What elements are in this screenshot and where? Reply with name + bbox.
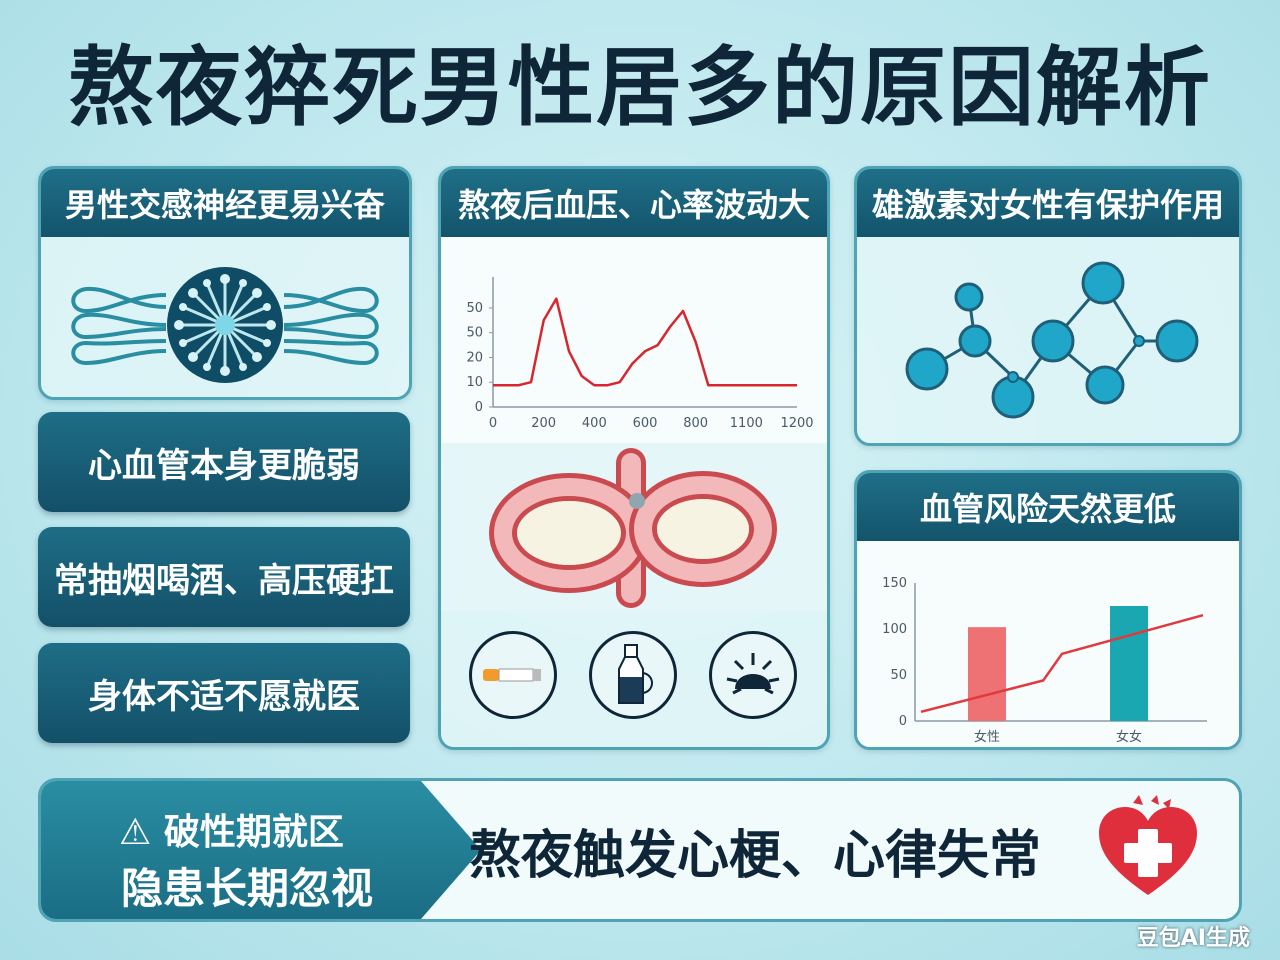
pill-smoking-drinking: 常抽烟喝酒、高压硬扛	[38, 527, 410, 627]
y-tick-label: 10	[466, 375, 483, 390]
y-tick-label: 100	[882, 622, 907, 637]
vessel-bar-chart: 0 50 100 150 女性 女女	[857, 541, 1239, 747]
page-title: 熬夜猝死男性居多的原因解析	[68, 38, 1212, 138]
heart-cross-icon	[1099, 795, 1197, 895]
nerve-card: 男性交感神经更易兴奋	[38, 166, 412, 400]
pill-fragile-heart: 心血管本身更脆弱	[38, 412, 410, 512]
category-label: 女女	[1116, 729, 1142, 745]
y-tick-label: 50	[466, 326, 483, 341]
nerve-card-title: 男性交感神经更易兴奋	[41, 169, 409, 237]
x-tick-label: 0	[489, 416, 497, 431]
watermark: 豆包AI生成	[1136, 926, 1250, 951]
warning-line-1: ⚠ 破性期就区	[119, 803, 344, 855]
warning-line-2: 隐患长期忽视	[121, 864, 374, 913]
warning-panel	[41, 781, 481, 919]
y-tick-label: 150	[882, 576, 907, 591]
bp-line-chart: 0 200 400 600 800 1100 1200 0 10 20 50 50	[441, 237, 827, 443]
x-tick-label: 600	[633, 416, 658, 431]
y-tick-label: 0	[475, 400, 483, 415]
vessel-risk-card: 血管风险天然更低 0 50 100 150 女性 女女	[854, 470, 1242, 750]
bottom-banner: ⚠ 破性期就区 隐患长期忽视 熬夜触发心梗、心律失常	[38, 778, 1242, 922]
y-tick-label: 50	[890, 668, 907, 683]
bar-1	[1110, 606, 1148, 721]
bp-card-title: 熬夜后血压、心率波动大	[441, 169, 827, 237]
hormone-card-title: 雄激素对女性有保护作用	[857, 169, 1239, 237]
bp-card: 熬夜后血压、心率波动大 0 200 400 600 800 1100 1200 0 10 20 50…	[438, 166, 830, 750]
virus-icon	[709, 631, 797, 719]
x-tick-label: 1200	[780, 416, 813, 431]
warning-triangle-icon: ⚠	[119, 812, 152, 853]
vessel-risk-card-title: 血管风险天然更低	[857, 473, 1239, 541]
x-tick-label: 200	[531, 416, 556, 431]
bp-series-line	[493, 297, 797, 387]
warning-text-1: 破性期就区	[163, 812, 344, 853]
x-tick-label: 400	[582, 416, 607, 431]
x-tick-label: 1100	[730, 416, 763, 431]
x-tick-label: 800	[683, 416, 708, 431]
neuron-icon	[71, 267, 379, 383]
cigarette-icon	[469, 631, 557, 719]
trend-line	[920, 613, 1204, 714]
y-tick-label: 0	[899, 714, 907, 729]
y-tick-label: 50	[466, 301, 483, 316]
artery-panel	[441, 443, 827, 611]
pill-avoid-doctor: 身体不适不愿就医	[38, 643, 410, 743]
molecule-icon	[905, 261, 1199, 419]
blood-vessel-icon	[489, 448, 777, 608]
hormone-card: 雄激素对女性有保护作用	[854, 166, 1242, 446]
banner-main-text: 熬夜触发心梗、心律失常	[469, 825, 1042, 886]
bar-0	[968, 627, 1006, 721]
bottle-icon	[589, 631, 677, 719]
category-label: 女性	[974, 729, 1000, 745]
y-tick-label: 20	[466, 350, 483, 365]
